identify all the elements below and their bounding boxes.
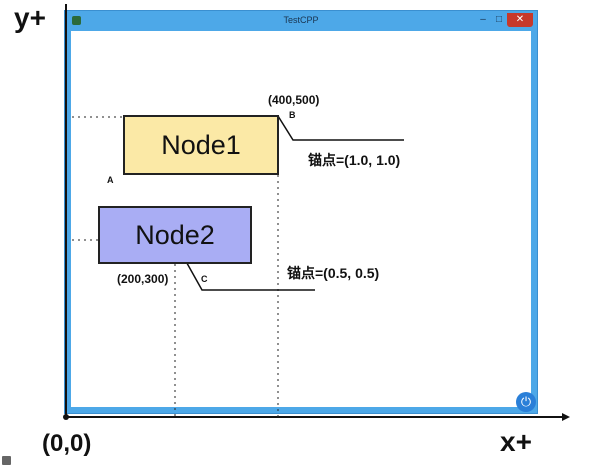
corner-icon	[2, 456, 11, 465]
y-axis-label: y+	[14, 2, 46, 33]
close-button[interactable]: ✕	[507, 13, 533, 27]
node2-label: Node2	[135, 219, 215, 250]
power-button[interactable]: ⏻	[516, 392, 536, 412]
maximize-button[interactable]: □	[495, 14, 503, 25]
minimize-button[interactable]: –	[480, 14, 486, 25]
window-title: TestCPP	[283, 15, 319, 25]
point-c-label: C	[201, 274, 208, 284]
node1-box: Node1	[123, 115, 279, 175]
point-a-label: A	[107, 175, 114, 185]
anchor-node2-label: 锚点=(0.5, 0.5)	[287, 265, 380, 281]
app-icon	[72, 16, 81, 25]
coord-bottom-left: (200,300)	[117, 272, 169, 286]
x-axis-label: x+	[500, 426, 532, 457]
anchor-node1-label: 锚点=(1.0, 1.0)	[308, 152, 401, 168]
origin-label: (0,0)	[42, 430, 92, 457]
x-axis-arrow	[562, 413, 570, 421]
leader-node1	[277, 115, 404, 141]
point-b-label: B	[289, 110, 296, 120]
coord-top-right: (400,500)	[268, 93, 320, 107]
title-bar[interactable]: TestCPP – □ ✕	[65, 11, 537, 31]
origin-dot	[63, 414, 69, 420]
app-window: TestCPP – □ ✕	[64, 10, 538, 414]
node2-box: Node2	[98, 206, 252, 264]
node1-label: Node1	[161, 129, 241, 160]
